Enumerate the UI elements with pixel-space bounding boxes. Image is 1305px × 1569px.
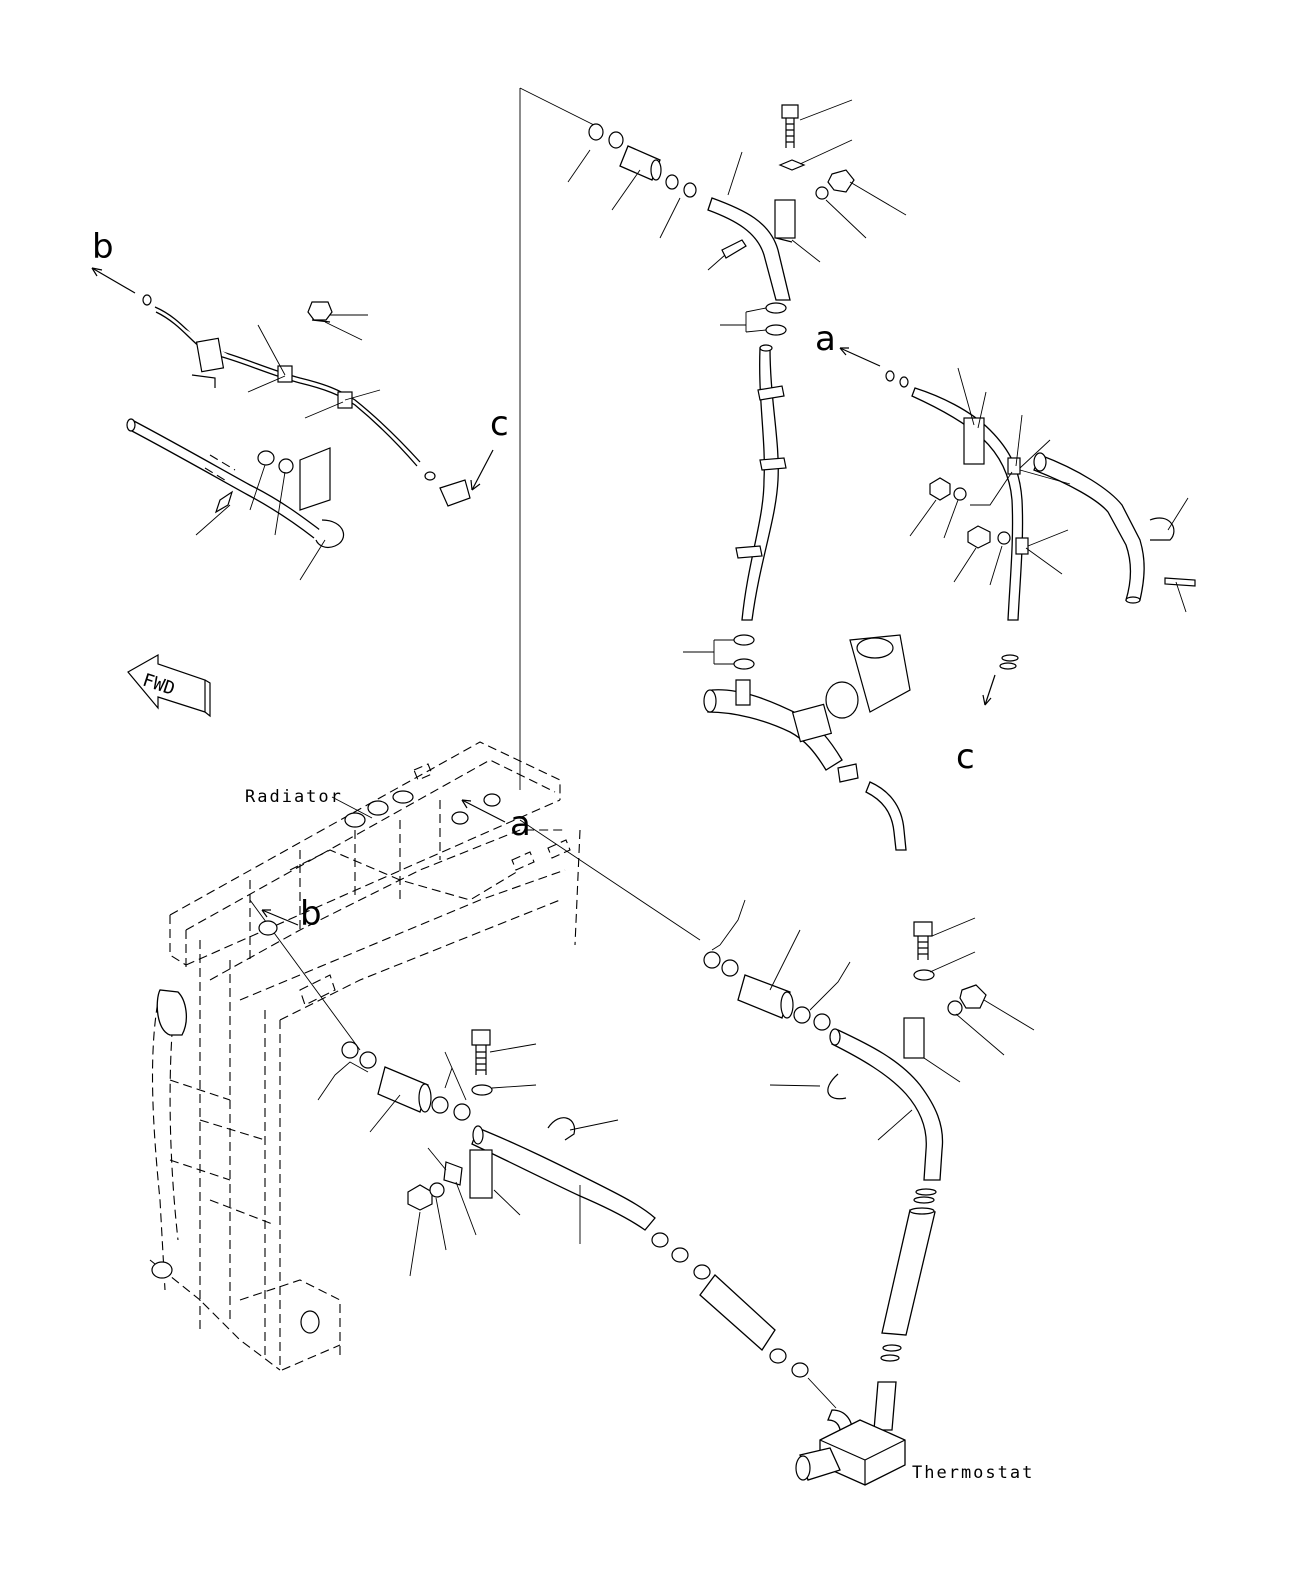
- svg-text:FWD: FWD: [140, 670, 177, 700]
- ref-arrow-c-bottom: c: [956, 674, 996, 777]
- svg-text:b: b: [92, 227, 114, 267]
- ref-arrow-b-bottom: b: [261, 894, 322, 934]
- fwd-arrow: FWD: [127, 653, 211, 718]
- svg-text:Radiator: Radiator: [245, 787, 343, 807]
- radiator: Radiator: [149, 741, 581, 1371]
- upper-center-assembly: a: [567, 99, 911, 851]
- thermostat: Thermostat: [795, 1419, 1034, 1486]
- svg-text:c: c: [956, 737, 975, 777]
- ref-arrow-a-bottom: a: [461, 799, 531, 844]
- ref-arrow-b-top: b: [91, 227, 136, 294]
- lower-assembly: Thermostat: [317, 899, 1035, 1486]
- svg-text:c: c: [490, 404, 509, 444]
- svg-text:a: a: [815, 319, 836, 359]
- svg-text:b: b: [300, 894, 322, 934]
- svg-text:a: a: [510, 804, 531, 844]
- ref-arrow-c-top: c: [470, 404, 509, 491]
- upper-left-assembly: b c: [91, 227, 509, 581]
- ref-arrow-a-top: a: [815, 319, 881, 367]
- right-assembly: c: [885, 367, 1196, 777]
- svg-text:Thermostat: Thermostat: [912, 1463, 1034, 1483]
